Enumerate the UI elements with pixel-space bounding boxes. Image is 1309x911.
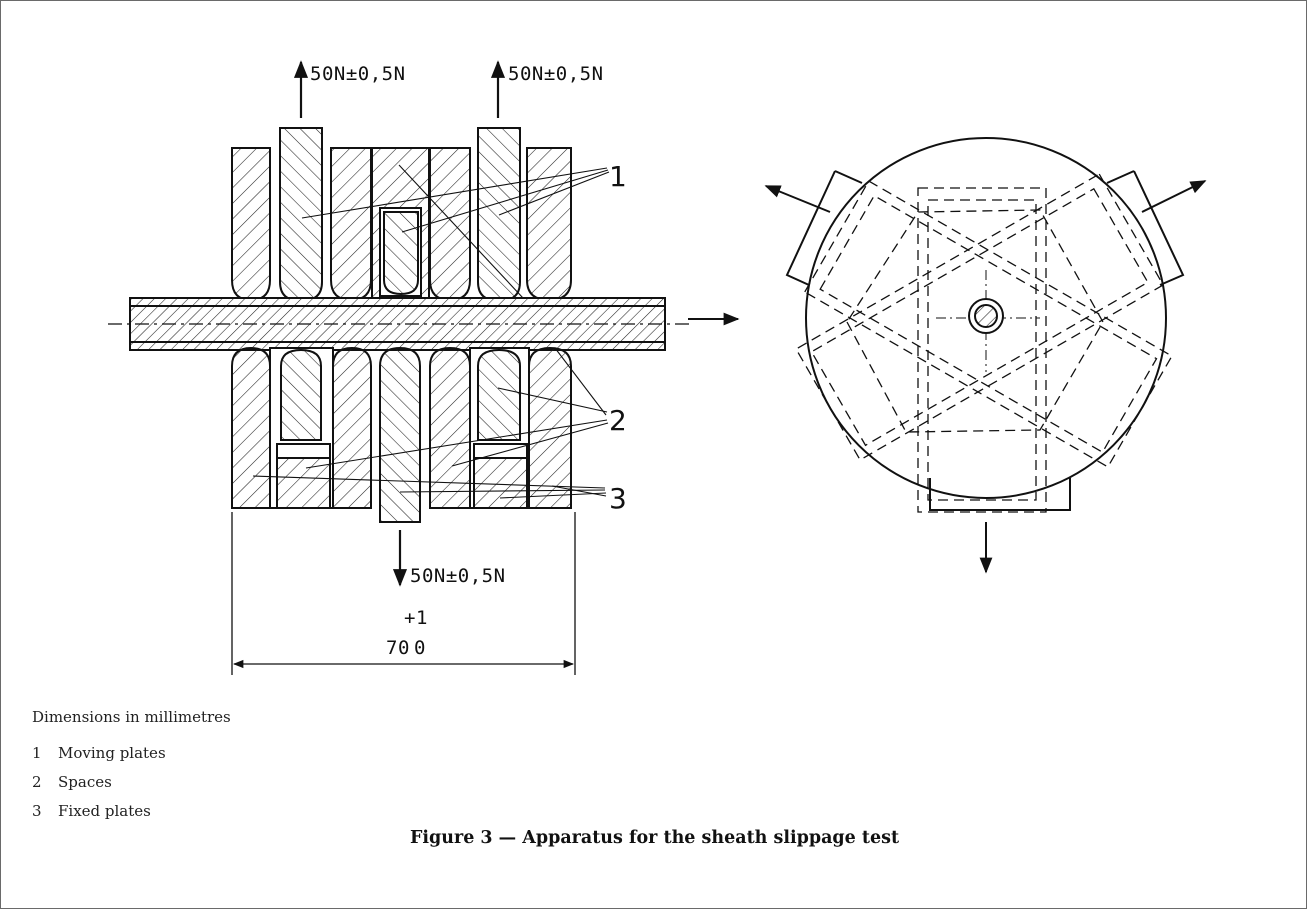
key-item: 2 Spaces [32, 773, 231, 791]
dimensions-note: Dimensions in millimetres [32, 708, 231, 726]
key-item: 3 Fixed plates [32, 802, 231, 820]
key-item: 1 Moving plates [32, 744, 231, 762]
figure-title: Figure 3 — Apparatus for the sheath slip… [409, 828, 900, 848]
callout-2: 2 [609, 404, 627, 437]
dimension-tolerance-upper: +1 [404, 607, 428, 629]
callout-1: 1 [609, 160, 627, 193]
key-number: 1 [32, 744, 42, 762]
key-number: 2 [32, 773, 42, 791]
plan-view [764, 137, 1207, 574]
plate-tab-right [1133, 170, 1185, 286]
caption-block: Dimensions in millimetres 1 Moving plate… [32, 708, 231, 831]
key-label: Spaces [58, 773, 112, 791]
force-label-top-left: 50N±0,5N [310, 63, 406, 85]
plan-arrow-upper-right [1141, 180, 1207, 213]
dimension-value: 70 [386, 637, 410, 659]
hidden-plates [795, 173, 1173, 513]
upper-plates [231, 127, 572, 303]
apparatus-drawing: 50N±0,5N 50N±0,5N 50N±0,5N +1 70 0 1 2 3 [108, 60, 1207, 675]
callout-3: 3 [609, 482, 627, 515]
plan-circle [805, 137, 1167, 499]
force-label-bottom: 50N±0,5N [410, 565, 506, 587]
key-number: 3 [32, 802, 42, 820]
moving-plate [279, 127, 323, 303]
plate-tab-left [785, 170, 836, 286]
plan-arrow-upper-left [764, 185, 831, 213]
plate-tab-bottom [929, 478, 1071, 511]
key-label: Moving plates [58, 744, 166, 762]
section-view [108, 60, 740, 675]
dimension-tolerance-lower: 0 [414, 637, 426, 659]
key-label: Fixed plates [58, 802, 151, 820]
cable [108, 297, 690, 351]
lower-plates [231, 346, 572, 523]
force-label-top-right: 50N±0,5N [508, 63, 604, 85]
leader-lines [252, 164, 610, 499]
